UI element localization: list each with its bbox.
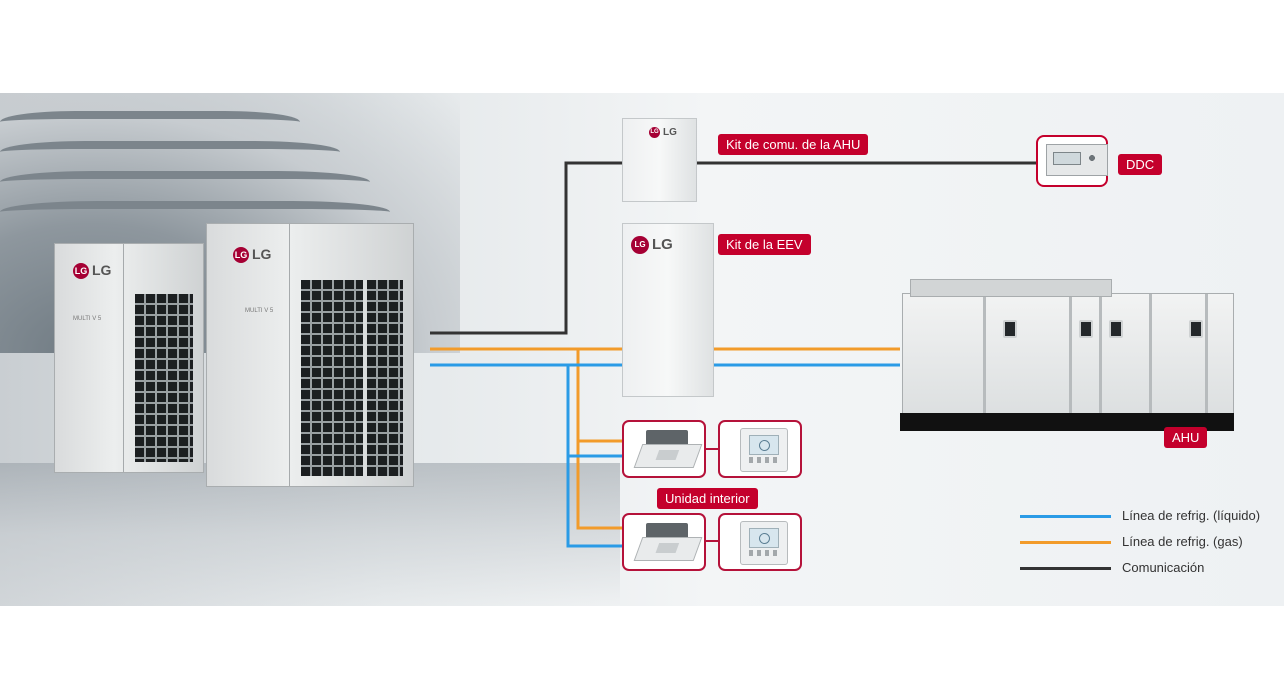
remote-controller-card <box>718 420 802 478</box>
indoor-unit-label: Unidad interior <box>657 488 758 509</box>
dome-rib <box>0 171 370 193</box>
panel-seam <box>123 244 124 472</box>
legend-gas-swatch <box>1020 541 1111 544</box>
legend-communication-label: Comunicación <box>1122 560 1205 575</box>
fan-grille <box>301 280 363 476</box>
ahu-seam <box>983 294 986 416</box>
dome-rib <box>0 111 300 133</box>
ahu-label: AHU <box>1164 427 1208 448</box>
remote-controller-card <box>718 513 802 571</box>
ahu-seam <box>1099 294 1102 416</box>
ahu-seam <box>1069 294 1072 416</box>
cassette-unit-icon <box>633 523 703 561</box>
air-handling-unit <box>902 293 1234 417</box>
legend-liquid-swatch <box>1020 515 1111 518</box>
legend-liquid-label: Línea de refrig. (líquido) <box>1122 508 1261 523</box>
dome-rib <box>0 201 390 223</box>
ddc-controller <box>1036 135 1108 187</box>
connection-lines <box>430 161 1036 548</box>
ahu-window <box>1003 320 1017 338</box>
indoor-cassette-card <box>622 420 706 478</box>
model-label: MULTI V 5 <box>73 316 102 322</box>
panel-seam <box>289 224 290 486</box>
fan-grille <box>367 280 403 476</box>
ddc-label: DDC <box>1118 154 1163 175</box>
legend-communication-swatch <box>1020 567 1111 570</box>
ddc-device-icon <box>1046 144 1108 176</box>
ahu-window <box>1109 320 1123 338</box>
cassette-unit-icon <box>633 430 703 468</box>
dome-rib <box>0 141 340 163</box>
ahu-seam <box>1149 294 1152 416</box>
communication-line <box>430 161 622 335</box>
model-label: MULTI V 5 <box>245 308 274 314</box>
ahu-top-housing <box>910 279 1112 297</box>
liquid-line <box>566 365 622 548</box>
ahu-seam <box>1205 294 1208 416</box>
indoor-cassette-card <box>622 513 706 571</box>
fan-grille <box>135 294 193 462</box>
ahu-window <box>1189 320 1203 338</box>
legend-gas-label: Línea de refrig. (gas) <box>1122 534 1243 549</box>
gas-line <box>576 349 622 530</box>
ahu-window <box>1079 320 1093 338</box>
remote-controller-icon <box>740 521 788 565</box>
eev-kit-label: Kit de la EEV <box>718 234 811 255</box>
remote-controller-icon <box>740 428 788 472</box>
ahu-base <box>900 413 1234 431</box>
ahu-comm-kit-label: Kit de comu. de la AHU <box>718 134 869 155</box>
